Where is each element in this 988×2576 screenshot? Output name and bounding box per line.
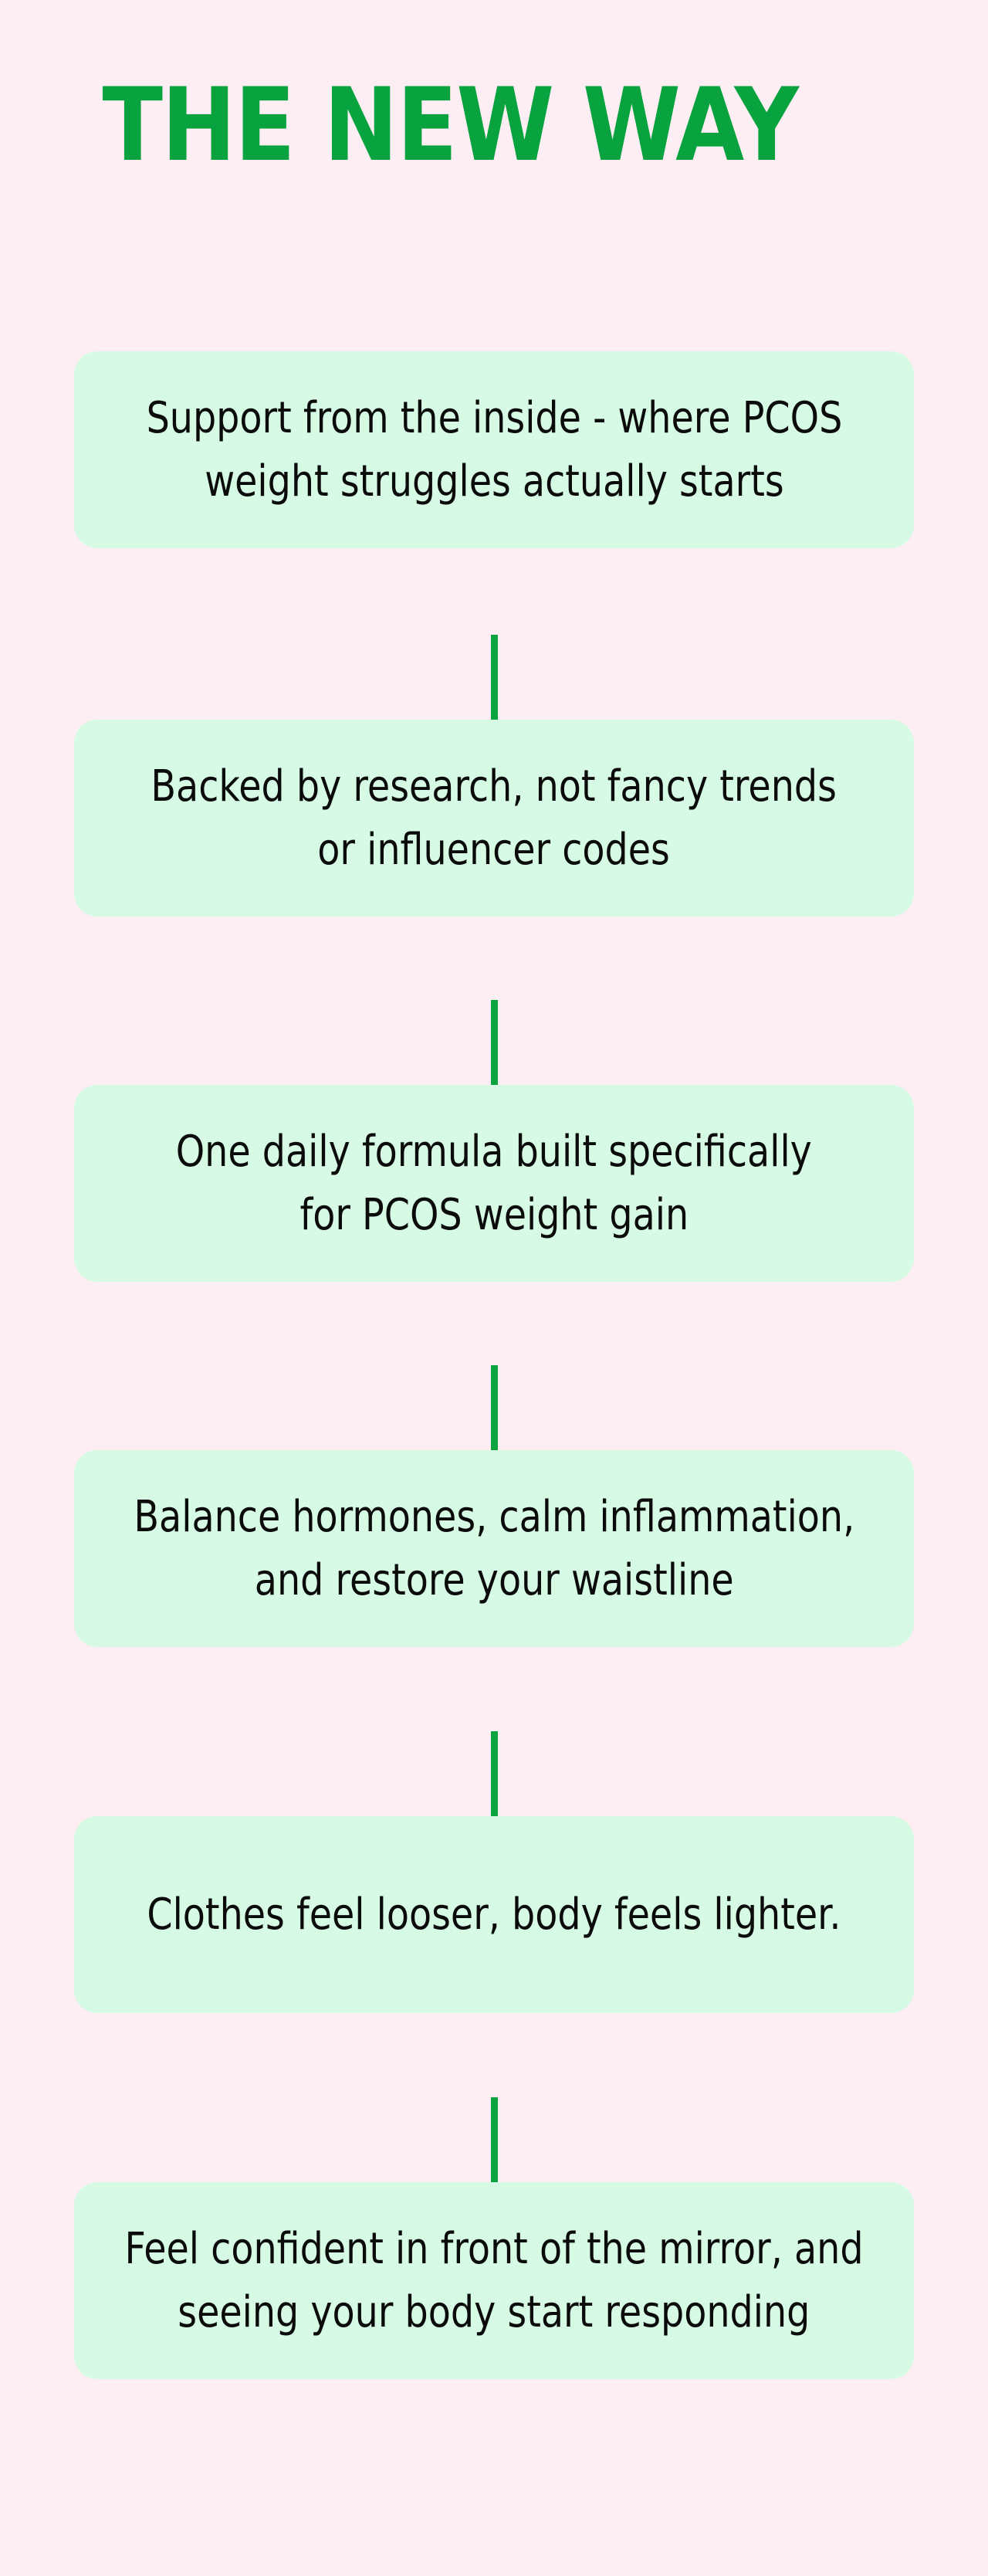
connector-line — [491, 635, 498, 720]
step-card-5: Clothes feel looser, body feels lighter. — [74, 1816, 914, 2013]
step-text-line: weight struggles actually starts — [204, 456, 784, 507]
step-text-line: seeing your body start responding — [178, 2286, 810, 2337]
step-card-3: One daily formula built specifically for… — [74, 1085, 914, 1282]
step-text-line: Feel confident in front of the mirror, a… — [124, 2224, 864, 2275]
connector-line — [491, 1731, 498, 1816]
step-text-line: One daily formula built specifically — [175, 1127, 813, 1178]
page-title-text: THE NEW WAY — [102, 66, 800, 184]
step-text-line: or influencer codes — [317, 824, 671, 875]
step-text-line: Support from the inside - where PCOS — [146, 393, 842, 444]
step-text-line: Balance hormones, calm inflammation, — [134, 1492, 854, 1543]
connector-line — [491, 1000, 498, 1085]
page-title: THE NEW WAY — [0, 74, 900, 175]
connector-line — [491, 2097, 498, 2182]
step-card-4: Balance hormones, calm inflammation, and… — [74, 1450, 914, 1647]
step-card-6: Feel confident in front of the mirror, a… — [74, 2182, 914, 2379]
step-card-2: Backed by research, not fancy trends or … — [74, 720, 914, 917]
step-text-line: for PCOS weight gain — [299, 1189, 689, 1240]
step-card-1: Support from the inside - where PCOS wei… — [74, 351, 914, 548]
step-text-line: Clothes feel looser, body feels lighter. — [147, 1889, 841, 1940]
step-text-line: Backed by research, not fancy trends — [151, 761, 837, 812]
step-text-line: and restore your waistline — [254, 1554, 734, 1605]
connector-line — [491, 1365, 498, 1450]
